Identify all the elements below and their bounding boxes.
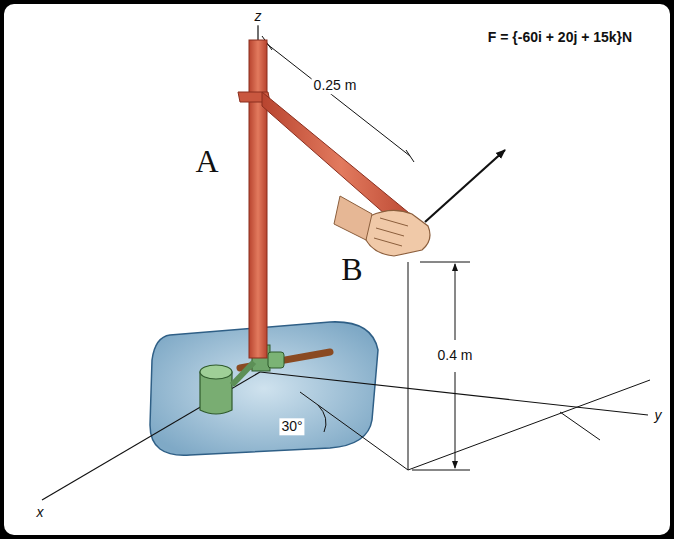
point-label: B xyxy=(339,251,364,288)
force-label: F = {-60i + 20j + 15k}N xyxy=(486,29,634,46)
hand xyxy=(365,210,430,256)
finger-lines xyxy=(374,218,408,246)
axis-label: z xyxy=(253,8,264,25)
dimension-line xyxy=(455,372,456,468)
valve-stem xyxy=(232,362,254,385)
axis-label: x xyxy=(35,504,46,521)
projection-line xyxy=(408,262,409,470)
projection-line xyxy=(300,392,408,470)
point-label: A xyxy=(193,143,220,180)
dimension-label: 0.4 m xyxy=(435,347,474,364)
valve-fitting xyxy=(268,352,284,368)
force-arrow xyxy=(425,150,505,222)
dimension-extension xyxy=(412,470,470,471)
dimension-label: 0.25 m xyxy=(312,77,359,94)
dimension-line xyxy=(267,44,410,156)
x-axis xyxy=(42,372,260,500)
y-axis xyxy=(260,372,648,415)
projection-line xyxy=(408,380,650,470)
page-ground xyxy=(4,4,670,535)
dimension-line xyxy=(455,264,456,340)
angle-label: 30° xyxy=(279,418,304,435)
wrist xyxy=(334,196,372,240)
axis-label: y xyxy=(653,407,664,424)
handle-post xyxy=(249,40,267,358)
angle-arc xyxy=(318,405,326,432)
valve-cylinder-top xyxy=(200,365,232,379)
projection-line xyxy=(560,412,600,440)
dimension-extension xyxy=(420,262,470,263)
